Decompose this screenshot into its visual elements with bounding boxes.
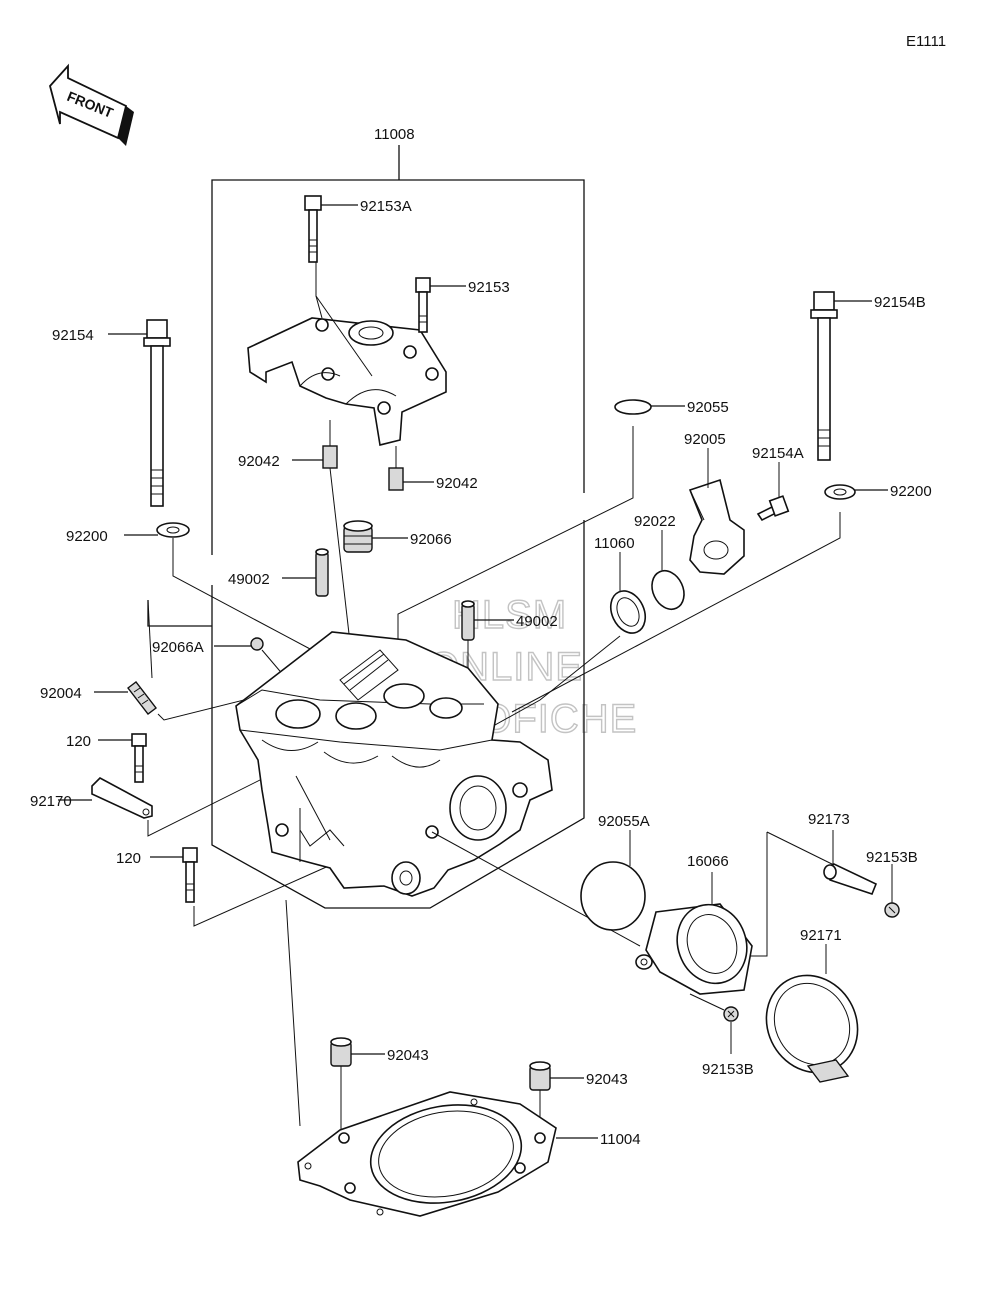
plug-92066A — [250, 637, 264, 651]
label-92153B-top: 92153B — [866, 849, 918, 866]
washer-92200-right — [824, 484, 856, 500]
label-92043-right: 92043 — [586, 1071, 628, 1088]
label-92004: 92004 — [40, 685, 82, 702]
label-49002-left: 49002 — [228, 571, 270, 588]
label-11060: 11060 — [594, 535, 635, 552]
screw-92153B-bottom — [723, 1006, 739, 1022]
label-11008: 11008 — [374, 126, 415, 143]
label-92200-left: 92200 — [66, 528, 108, 545]
label-11004: 11004 — [600, 1131, 641, 1148]
guide-49002-left — [315, 548, 329, 597]
bolt-120-top — [131, 733, 147, 783]
label-92066: 92066 — [410, 531, 452, 548]
label-92153A: 92153A — [360, 198, 412, 215]
bolt-92154A — [756, 495, 790, 522]
washer-92200-left — [156, 522, 190, 538]
label-92154B: 92154B — [874, 294, 926, 311]
label-92043-left: 92043 — [387, 1047, 429, 1064]
bolt-92153A — [304, 195, 322, 263]
label-92171: 92171 — [800, 927, 842, 944]
label-92055A: 92055A — [598, 813, 650, 830]
dowel-92043-left — [330, 1037, 352, 1067]
label-92200-right: 92200 — [890, 483, 932, 500]
bracket-92170 — [91, 777, 153, 819]
label-92066A: 92066A — [152, 639, 204, 656]
label-92042-right: 92042 — [436, 475, 478, 492]
dowel-92043-right — [529, 1061, 551, 1091]
label-92055: 92055 — [687, 399, 729, 416]
guide-49002-right — [461, 600, 475, 641]
front-arrow-icon: FRONT — [49, 63, 134, 146]
camshaft-holder — [247, 317, 447, 446]
diagram-id: E1111 — [906, 33, 946, 50]
seal-92066 — [343, 520, 373, 553]
label-92005: 92005 — [684, 431, 726, 448]
seal-11060 — [609, 590, 647, 634]
cylinder-head — [235, 631, 553, 897]
label-92153: 92153 — [468, 279, 510, 296]
o-ring-92055 — [614, 399, 652, 415]
clamp-92171 — [765, 974, 859, 1083]
label-49002-right: 49002 — [516, 613, 558, 630]
label-92154: 92154 — [52, 327, 94, 344]
hose-92173 — [823, 863, 878, 895]
label-120-bottom: 120 — [116, 850, 141, 867]
o-ring-92055A — [580, 861, 646, 931]
label-16066: 16066 — [687, 853, 729, 870]
gasket-92022 — [651, 569, 685, 611]
label-120-top: 120 — [66, 733, 91, 750]
label-92154A: 92154A — [752, 445, 804, 462]
gasket-11004 — [297, 1091, 557, 1217]
label-92170: 92170 — [30, 793, 72, 810]
bolt-120-bottom — [182, 847, 198, 903]
stud-92154 — [143, 319, 171, 507]
dowel-92042-left — [322, 445, 338, 469]
stud-92154B — [810, 291, 838, 461]
bolt-92153 — [415, 277, 431, 333]
stud-92004 — [127, 681, 157, 715]
label-92153B-bottom: 92153B — [702, 1061, 754, 1078]
assembly-bracket-11008 — [211, 145, 585, 909]
label-92042-left: 92042 — [238, 453, 280, 470]
intake-pipe-16066 — [635, 903, 753, 995]
label-92173: 92173 — [808, 811, 850, 828]
screw-92153B-top — [884, 902, 900, 918]
tensioner-92005 — [688, 478, 745, 575]
dowel-92042-right — [388, 467, 404, 491]
label-92022: 92022 — [634, 513, 676, 530]
